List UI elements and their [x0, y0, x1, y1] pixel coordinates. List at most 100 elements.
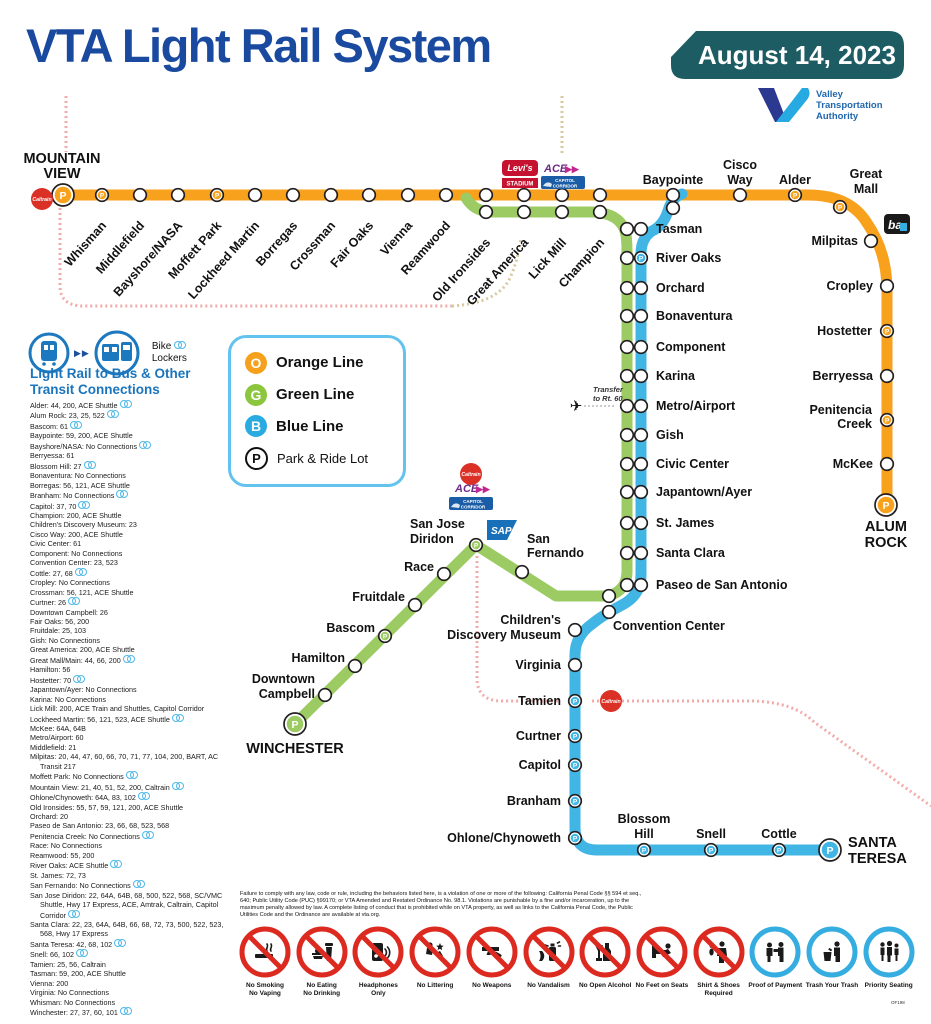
station-branham: P	[567, 793, 583, 809]
station-japantown-ayer	[619, 484, 635, 500]
station-label: Civic Center	[656, 457, 729, 471]
bike-icon	[110, 860, 123, 869]
station-label: Cisco	[723, 158, 757, 172]
station-santa-clara	[633, 545, 649, 561]
connection-entry-great-america: Great America: 200, ACE Shuttle	[30, 645, 135, 655]
bike-icon	[119, 400, 132, 408]
connection-entry-whisman: Whisman: No Connections	[30, 997, 116, 1007]
station-hostetter: P	[879, 323, 895, 339]
legend-label: Park & Ride Lot	[277, 451, 369, 467]
light-rail-icon	[28, 332, 70, 374]
station-civic-center	[633, 456, 649, 472]
station-old-ironsides	[478, 187, 494, 203]
station-winchester: P	[283, 712, 307, 736]
station-component	[633, 339, 649, 355]
station-bonaventura	[619, 308, 635, 324]
station-label: Blossom	[618, 812, 671, 826]
no-weapons-icon	[466, 926, 518, 978]
station-paseo-de-san-antonio	[633, 577, 649, 593]
station-san-fernando	[514, 564, 530, 580]
station-label: San	[527, 532, 550, 546]
bike-icon	[116, 490, 129, 499]
connection-entry-cottle: Cottle: 27, 68	[30, 567, 236, 578]
station-baypointe	[665, 187, 681, 203]
bike-icon	[171, 713, 184, 722]
station-label: Component	[656, 340, 726, 354]
bike-icon	[139, 440, 152, 449]
no-open-alcohol-icon	[579, 926, 631, 978]
connection-entry-mckee: McKee: 64A, 64B	[30, 723, 86, 733]
station-convention-center	[601, 588, 617, 604]
connection-entry-old-ironsides: Old Ironsides: 55, 57, 59, 121, 200, ACE…	[30, 802, 184, 812]
station-label: Lockheed Martin	[185, 219, 262, 302]
station-label: Mall	[854, 182, 878, 196]
station-race	[436, 566, 452, 582]
svg-text:P: P	[573, 733, 578, 740]
station-st-james	[633, 515, 649, 531]
station-label: Bonaventura	[656, 309, 733, 323]
svg-text:P: P	[100, 192, 105, 199]
station-label: SANTA	[848, 835, 897, 851]
svg-text:CAPITOL: CAPITOL	[555, 178, 575, 183]
bike-icon	[132, 880, 145, 889]
station-san-jose-diridon: P	[468, 537, 484, 553]
station-label: Creek	[837, 417, 872, 431]
connection-entry-mountain-view: Mountain View: 21, 40, 51, 52, 200, Calt…	[30, 781, 236, 792]
station-orchard	[619, 280, 635, 296]
station-fruitdale	[407, 597, 423, 613]
connection-entry-lick-mill: Lick Mill: 200, ACE Train and Shuttles, …	[30, 704, 205, 714]
connection-entry-san-jose-diridon: San Jose Diridon: 22, 64A, 64B, 68, 500,…	[30, 890, 223, 920]
legal-text: Failure to comply with any law, code or …	[240, 891, 642, 918]
sap-logo: SAP	[487, 520, 517, 540]
svg-text:P: P	[474, 542, 479, 549]
no-feet-on-seats-label: No Feet on Seats	[635, 982, 689, 989]
station-berryessa	[879, 368, 895, 384]
station-label: Campbell	[259, 687, 315, 701]
station-label: Ohlone/Chynoweth	[447, 831, 561, 845]
rail-connector-dotted-line	[451, 237, 523, 308]
station-mountain-view: P	[51, 183, 75, 207]
connection-entry-san-fernando: San Fernando: No Connections	[30, 880, 236, 890]
vta-logo-icon	[758, 88, 810, 122]
connection-entry-bonaventura: Bonaventura: No Connections	[30, 471, 126, 481]
transfer-note: Transfer	[593, 385, 624, 394]
station-karina	[619, 368, 635, 384]
station-old-ironsides	[478, 204, 494, 220]
connection-entry-children-s-discovery-museum: Children's Discovery Museum: 23	[30, 520, 137, 530]
priority-seating-icon	[863, 926, 915, 978]
station-label: Milpitas	[811, 234, 858, 248]
bike-icon	[67, 909, 80, 918]
bike-icon	[83, 460, 96, 469]
svg-text:P: P	[885, 328, 890, 335]
connection-entry-tamien: Tamien: 25, 56, Caltrain	[30, 959, 106, 969]
svg-text:P: P	[291, 719, 298, 731]
connection-entry-metro-airport: Metro/Airport: 60	[30, 733, 84, 743]
station-label: Diridon	[410, 532, 454, 546]
station-label: River Oaks	[656, 251, 721, 265]
station-label: WINCHESTER	[246, 741, 344, 757]
connection-entry-ohlone-chynoweth: Ohlone/Chynoweth: 64A, 83, 102	[30, 792, 236, 802]
station-great-america	[516, 187, 532, 203]
station-label: Orchard	[656, 281, 705, 295]
connection-entry-race: Race: No Connections	[30, 841, 102, 851]
svg-text:SAP: SAP	[491, 526, 512, 537]
station-curtner: P	[567, 728, 583, 744]
station-label: Bascom	[326, 621, 375, 635]
bike-icon	[114, 938, 127, 947]
station-civic-center	[619, 456, 635, 472]
blue-line-path	[569, 188, 836, 856]
station-label: Karina	[656, 369, 696, 383]
station-label: Capitol	[519, 758, 561, 772]
bike-icon	[122, 654, 135, 663]
connection-entry-berryessa: Berryessa: 61	[30, 451, 75, 461]
station-label: TERESA	[848, 851, 907, 867]
proof-of-payment-label: Proof of Payment	[748, 982, 803, 989]
connection-entry-alder: Alder: 44, 200, ACE Shuttle	[30, 400, 236, 410]
caltrain-logo: Caltrain	[460, 463, 482, 485]
connection-entry-bascom: Bascom: 61	[30, 420, 236, 431]
connection-entry-crossman: Crossman: 56, 121, ACE Shuttle	[30, 587, 134, 597]
station-middlefield	[132, 187, 148, 203]
